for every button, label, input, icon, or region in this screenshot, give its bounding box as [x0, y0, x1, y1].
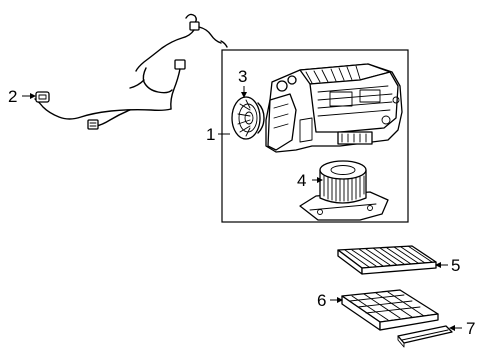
callout-3: 3: [238, 67, 247, 86]
blower-fan-wheel: [231, 96, 265, 140]
leader-lines: [22, 86, 462, 331]
heater-unit-frame: [221, 49, 409, 223]
hvac-case-assembly: [265, 63, 403, 153]
callout-1: 1: [206, 125, 215, 144]
blower-motor: [299, 160, 389, 221]
callout-2: 2: [8, 87, 17, 106]
callout-4: 4: [297, 171, 306, 190]
filter-cover: [341, 289, 439, 331]
cabin-air-filter: [337, 245, 437, 275]
callout-5: 5: [451, 256, 460, 275]
callout-6: 6: [317, 291, 326, 310]
filter-seal-strip: [397, 325, 453, 348]
callout-7: 7: [466, 319, 475, 338]
wire-harness: [34, 13, 228, 130]
